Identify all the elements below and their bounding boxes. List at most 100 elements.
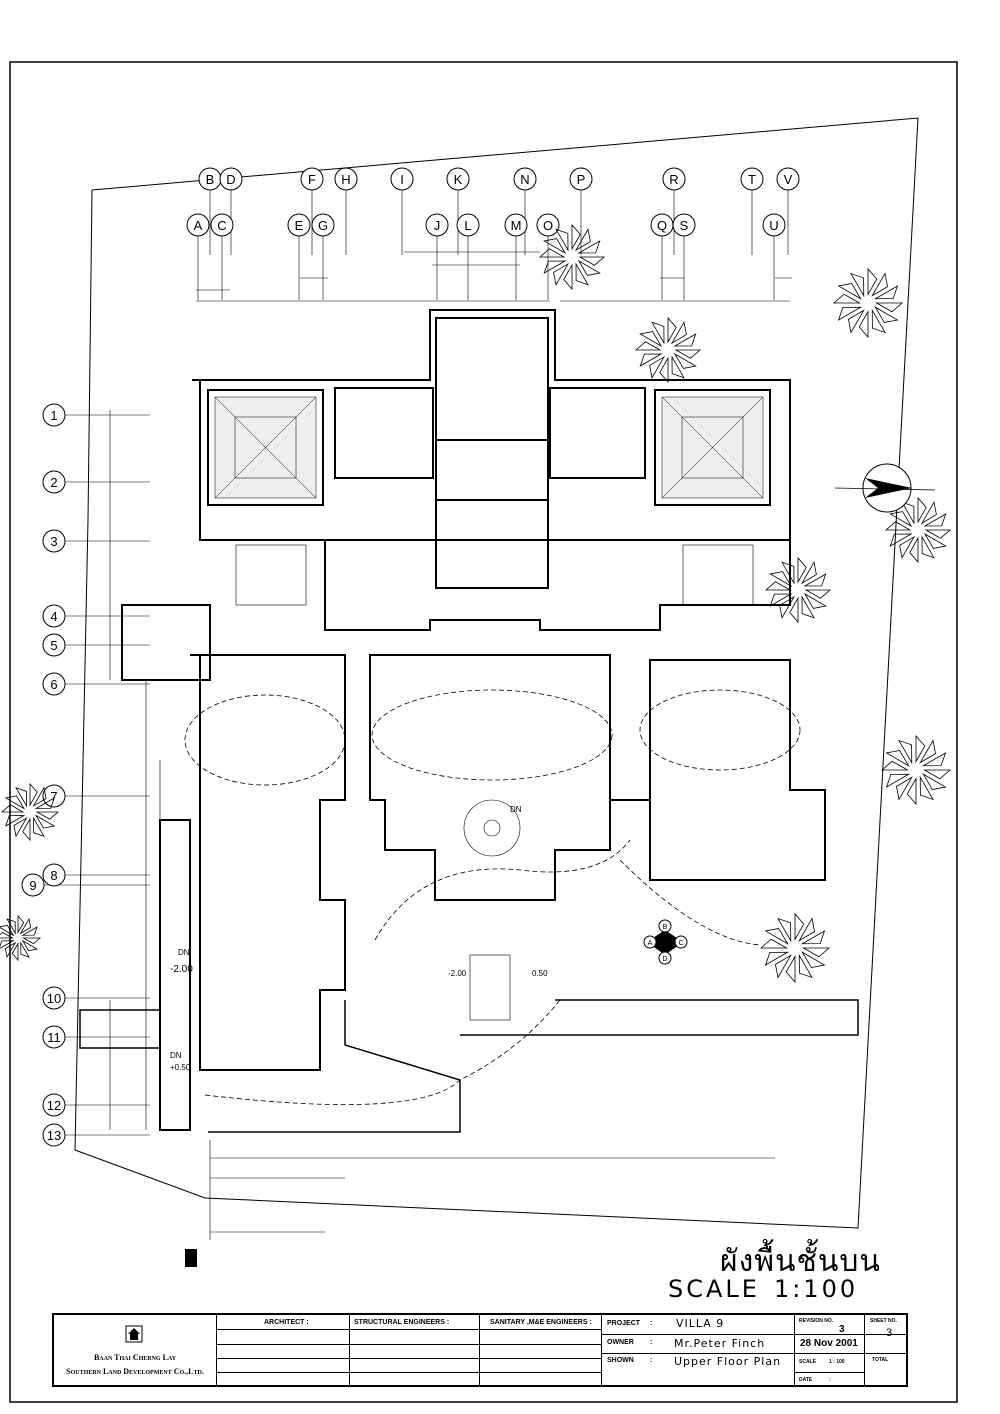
retaining-walls	[79, 999, 859, 1133]
grid-col-t-bubble	[740, 167, 764, 191]
grid-col-t-label: T	[748, 172, 756, 187]
project-label: PROJECT	[607, 1320, 641, 1327]
grid-col-p-bubble	[569, 167, 593, 191]
shown-label: SHOWN	[607, 1357, 634, 1364]
grid-row-6-bubble	[42, 672, 66, 696]
grid-col-e-label: E	[295, 218, 304, 233]
left-dimensions	[109, 410, 161, 1130]
electrical-circuits	[184, 689, 801, 1105]
grid-col-d-bubble	[219, 167, 243, 191]
grid-col-o-label: O	[543, 218, 553, 233]
tree-icon	[880, 734, 952, 806]
marker-square	[185, 1249, 197, 1267]
grid-row-6-label: 6	[50, 677, 57, 692]
compass-label-c: C	[678, 940, 683, 947]
roof-right	[661, 396, 764, 499]
grid-row-12-bubble	[42, 1093, 66, 1117]
grid-col-s-bubble	[672, 213, 696, 237]
grid-col-b-label: B	[206, 172, 215, 187]
grid-col-c-bubble	[210, 213, 234, 237]
label-level-left: -2.00	[170, 964, 193, 975]
grid-col-j-bubble	[425, 213, 449, 237]
date-value: 28 Nov 2001	[800, 1338, 858, 1349]
grid-col-r-label: R	[669, 172, 678, 187]
grid-col-s-label: S	[680, 218, 689, 233]
total-label: TOTAL	[872, 1357, 889, 1363]
grid-col-g-label: G	[318, 218, 328, 233]
label-dn-center: DN	[510, 805, 522, 814]
grid-col-f-label: F	[308, 172, 316, 187]
label-dn-left2: DN	[170, 1051, 182, 1060]
top-dimensions	[196, 251, 792, 302]
label-level-left2: +0.50	[170, 1063, 191, 1072]
architect-header: ARCHITECT :	[264, 1319, 309, 1326]
grid-row-3-bubble	[42, 529, 66, 553]
sheet-border	[9, 61, 958, 1403]
grid-col-q-label: Q	[657, 218, 667, 233]
trees	[0, 223, 952, 984]
grid-row-10-label: 10	[47, 991, 61, 1006]
project-colon: :	[650, 1320, 653, 1327]
company-logo-icon	[125, 1325, 143, 1343]
grid-row-8-bubble	[42, 863, 66, 887]
label-level-center: -2.00	[448, 969, 467, 978]
grid-col-h-bubble	[334, 167, 358, 191]
tree-icon	[759, 912, 831, 984]
sanitary-header: SANITARY ,M&E ENGINEERS :	[490, 1319, 592, 1326]
north-arrow	[834, 463, 936, 513]
grid-row-11-label: 11	[47, 1030, 61, 1045]
grid-col-l-bubble	[456, 213, 480, 237]
compass-label-a: A	[648, 940, 653, 947]
grid-col-e-bubble	[287, 213, 311, 237]
grid-row-13-label: 13	[47, 1128, 61, 1143]
grid-lines	[44, 190, 789, 1136]
grid-col-n-bubble	[513, 167, 537, 191]
grid-col-k-bubble	[446, 167, 470, 191]
grid-col-f-bubble	[300, 167, 324, 191]
owner-label: OWNER	[607, 1339, 634, 1346]
company-cell: Baan Thai Cherng Lay Southern Land Devel…	[54, 1315, 216, 1387]
compass-label-d: D	[662, 956, 667, 963]
grid-row-13-bubble	[42, 1123, 66, 1147]
section-compass: A B C D	[643, 919, 688, 965]
grid-row-11-bubble	[42, 1025, 66, 1049]
grid-row-8-label: 8	[50, 868, 57, 883]
grid-col-j-label: J	[434, 218, 441, 233]
grid-row-1-bubble	[42, 403, 66, 427]
tree-icon	[634, 316, 702, 384]
shown-value: Upper Floor Plan	[674, 1355, 782, 1368]
grid-row-9-bubble	[21, 873, 45, 897]
grid-col-d-label: D	[226, 172, 235, 187]
grid-col-a-bubble	[186, 213, 210, 237]
grid-row-10-bubble	[42, 986, 66, 1010]
grid-row-3-label: 3	[50, 534, 57, 549]
stairs	[235, 544, 754, 1021]
shown-colon: :	[650, 1357, 653, 1364]
revision-value: 3	[839, 1324, 845, 1335]
structural-header: STRUCTURAL ENGINEERS :	[354, 1319, 450, 1326]
grid-row-5-label: 5	[50, 638, 57, 653]
label-dn-left: DN	[178, 948, 190, 957]
grid-col-g-bubble	[311, 213, 335, 237]
scale-text: SCALE	[668, 1275, 760, 1303]
grid-row-2-label: 2	[50, 475, 57, 490]
grid-col-h-label: H	[341, 172, 350, 187]
grid-col-p-label: P	[577, 172, 586, 187]
grid-col-i-bubble	[390, 167, 414, 191]
grid-col-o-bubble	[536, 213, 560, 237]
scale-label-cell: SCALE	[799, 1359, 816, 1365]
site-boundary	[74, 117, 919, 1229]
company-subtitle: Southern Land Development Co.,Ltd.	[66, 1367, 204, 1376]
compass-b	[658, 919, 672, 933]
grid-row-4-bubble	[42, 604, 66, 628]
grid-col-m-bubble	[504, 213, 528, 237]
tree-icon	[0, 914, 42, 962]
compass-a	[643, 935, 657, 949]
tree-icon	[0, 782, 60, 842]
title-block: Baan Thai Cherng Lay Southern Land Devel…	[52, 1313, 908, 1387]
compass-d	[658, 951, 672, 965]
sheet-label: SHEET NO.	[870, 1318, 897, 1324]
